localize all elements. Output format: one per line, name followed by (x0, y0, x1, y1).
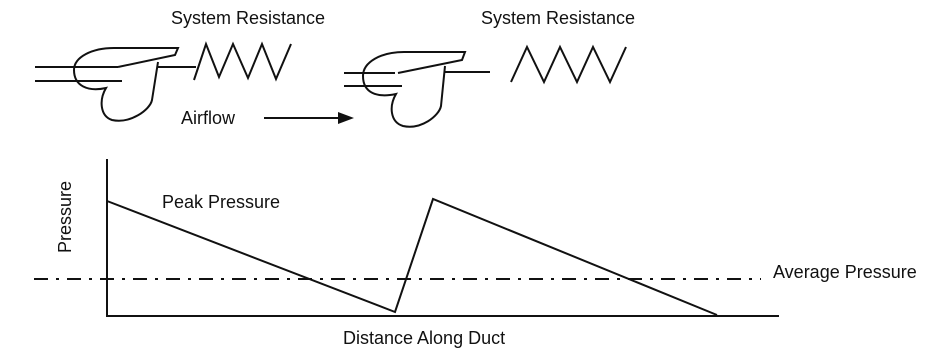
average-pressure-label: Average Pressure (773, 262, 917, 282)
airflow-arrowhead (338, 112, 354, 124)
system-resistance-zigzag-2 (510, 44, 627, 85)
fan-1 (35, 47, 196, 122)
peak-pressure-label: Peak Pressure (162, 192, 280, 212)
distance-axis-label: Distance Along Duct (343, 328, 505, 348)
pressure-profile-line (106, 197, 718, 316)
airflow-label: Airflow (181, 108, 236, 128)
fan-2 (344, 51, 490, 128)
pressure-axis-label: Pressure (55, 181, 75, 253)
system-resistance-label-2: System Resistance (481, 8, 635, 28)
system-resistance-label-1: System Resistance (171, 8, 325, 28)
system-resistance-zigzag-1 (193, 41, 292, 82)
